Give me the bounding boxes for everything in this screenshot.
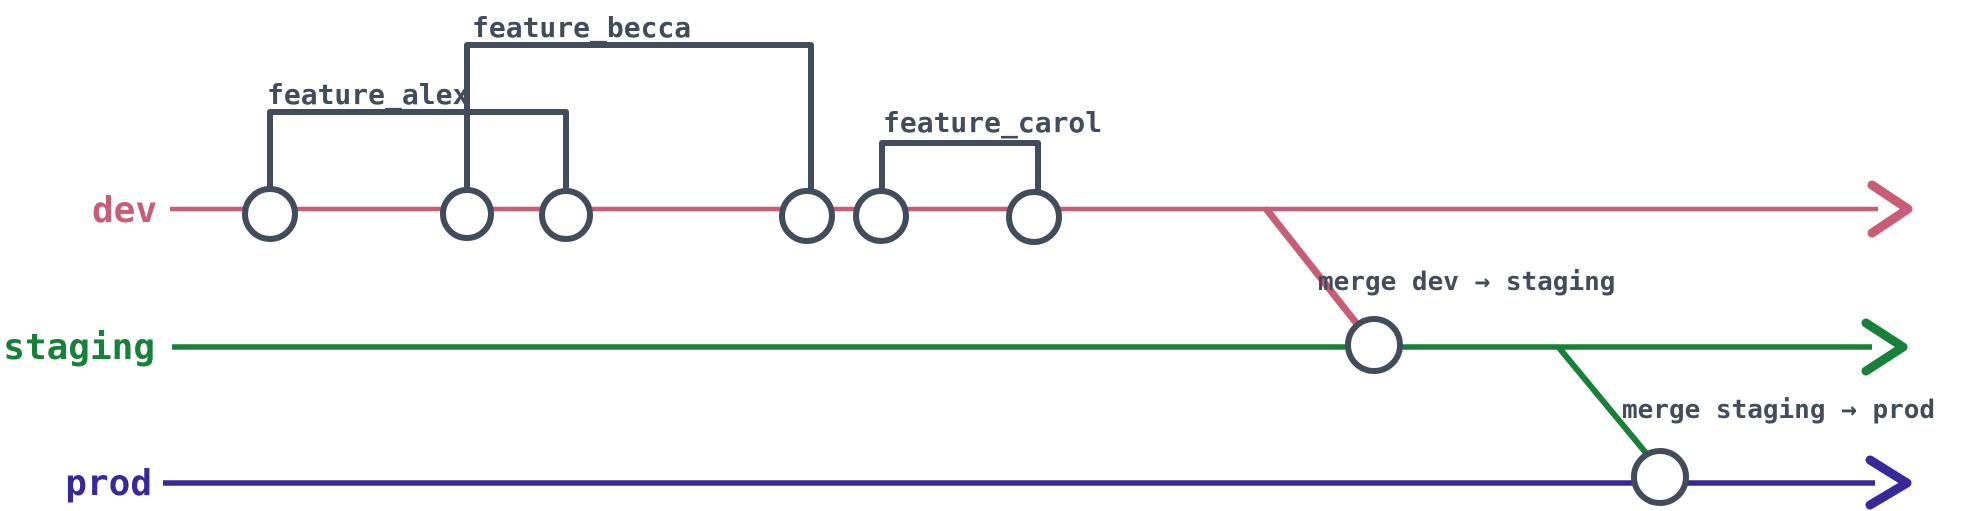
branch-prod: prod: [65, 455, 1912, 510]
merge-label-dev-to-staging: merge dev → staging: [1318, 267, 1615, 297]
branch-dev: dev: [92, 180, 1913, 238]
feature-label-carol: feature_carol: [883, 106, 1102, 139]
branch-label-staging: staging: [3, 327, 155, 368]
branch-label-dev: dev: [92, 190, 157, 231]
feature-bracket-alex: [267, 109, 569, 193]
feature-bracket-carol: [879, 140, 1041, 197]
merge-edge-staging-to-prod: [1557, 346, 1649, 456]
merge-label-staging-to-prod: merge staging → prod: [1622, 395, 1935, 425]
commit-node-dev-3: [539, 188, 593, 242]
commit-node-dev-1: [242, 186, 298, 242]
arrowhead-icon-staging: [1861, 318, 1908, 376]
commit-node-dev-5: [853, 188, 909, 244]
commit-node-dev-6: [1006, 189, 1062, 245]
commit-node-dev-2: [440, 187, 494, 241]
feature-label-becca: feature_becca: [472, 11, 691, 44]
arrowhead-icon-dev: [1867, 180, 1913, 238]
branch-label-prod: prod: [65, 463, 152, 504]
feature-label-alex: feature_alex: [267, 78, 469, 111]
commit-nodes: [242, 186, 1689, 506]
commit-node-dev-4: [779, 188, 835, 244]
commit-node-staging-merge: [1345, 316, 1403, 374]
feature-bracket-becca: [464, 42, 814, 195]
arrowhead-icon-prod: [1865, 455, 1912, 510]
branch-staging: staging: [3, 318, 1908, 376]
commit-node-prod-merge: [1631, 448, 1689, 506]
merge-edge-dev-to-staging: [1263, 206, 1361, 328]
